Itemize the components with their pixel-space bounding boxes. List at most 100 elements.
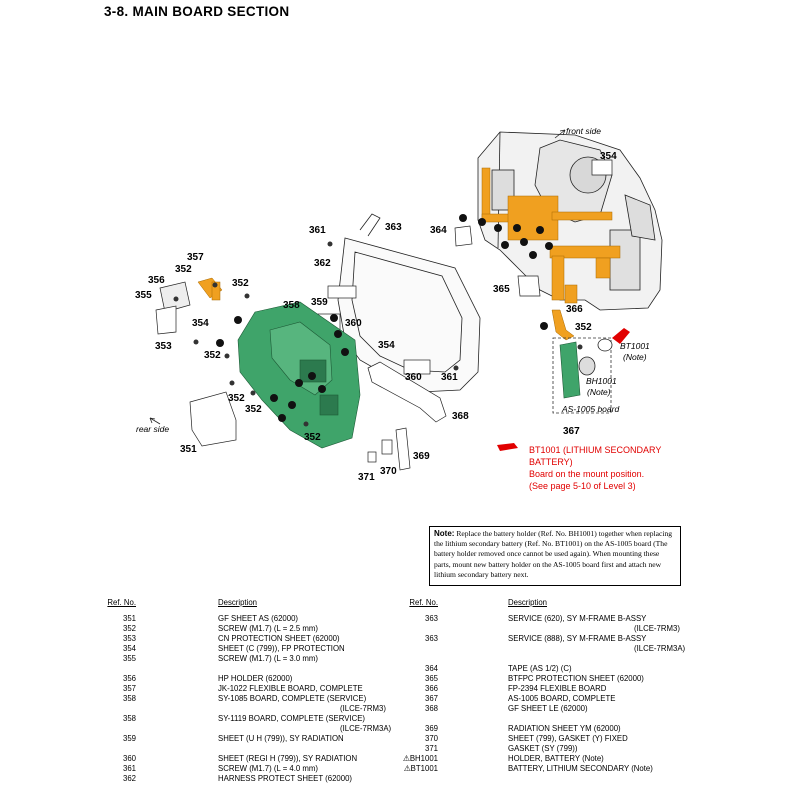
table-row xyxy=(88,664,388,674)
jk1022-flex-357 xyxy=(197,277,223,301)
row-ref-no: 362 xyxy=(122,774,136,783)
row-description: RADIATION SHEET YM (62000) xyxy=(508,724,621,733)
header-description: Description xyxy=(508,598,547,607)
table-row: 370 SHEET (799), GASKET (Y) FIXED xyxy=(398,734,698,744)
camera-body-illustration xyxy=(477,131,663,311)
part-label-359: 359 xyxy=(311,297,328,308)
row-ref-no: 356 xyxy=(122,674,136,683)
row-description: HP HOLDER (62000) xyxy=(218,674,293,683)
flex-board-366 xyxy=(551,309,575,341)
part-label-361: 361 xyxy=(441,372,458,383)
header-ref-no: Ref. No. xyxy=(409,598,438,607)
row-ref-no: 364 xyxy=(424,664,438,673)
part-label-354: 354 xyxy=(600,151,617,162)
row-ref-no: 351 xyxy=(122,614,136,623)
connector-markers xyxy=(216,214,553,422)
part-label-369: 369 xyxy=(413,451,430,462)
part-label-361: 361 xyxy=(309,225,326,236)
table-row: 358 SY-1119 BOARD, COMPLETE (SERVICE) xyxy=(88,714,388,724)
part-label-364: 364 xyxy=(430,225,447,236)
row-description: SHEET (REGI H (799)), SY RADIATION xyxy=(218,754,358,763)
table-row: 353 CN PROTECTION SHEET (62000) xyxy=(88,634,388,644)
table-row: 369 RADIATION SHEET YM (62000) xyxy=(398,724,698,734)
row-description: CN PROTECTION SHEET (62000) xyxy=(218,634,340,643)
row-description: SHEET (799), GASKET (Y) FIXED xyxy=(508,734,628,743)
bt1001-note-label: (Note) xyxy=(623,352,647,362)
row-ref-no: 357 xyxy=(122,684,136,693)
part-label-352: 352 xyxy=(228,393,245,404)
part-label-365: 365 xyxy=(493,284,510,295)
front-side-label: front side xyxy=(566,126,601,136)
gf-sheet-368 xyxy=(367,361,447,423)
part-label-362: 362 xyxy=(314,258,331,269)
note-text: Replace the battery holder (Ref. No. BH1… xyxy=(434,529,673,579)
row-description: SERVICE (620), SY M-FRAME B-ASSY xyxy=(508,614,647,623)
page-title: 3-8. MAIN BOARD SECTION xyxy=(104,4,290,19)
bh1001-label: BH1001 xyxy=(586,376,617,386)
row-description: SCREW (M1.7) (L = 4.0 mm) xyxy=(218,764,319,773)
red-note-line: BT1001 (LITHIUM SECONDARY xyxy=(529,445,662,455)
table-row xyxy=(88,744,388,754)
row-ref-no: 363 xyxy=(424,614,438,623)
cn-sheet-353 xyxy=(155,305,177,335)
row-ref-no: 369 xyxy=(424,724,438,733)
row-description: SY-1119 BOARD, COMPLETE (SERVICE) xyxy=(218,714,366,723)
part-label-354: 354 xyxy=(192,318,209,329)
row-ref-no: 354 xyxy=(122,644,136,653)
part-label-360: 360 xyxy=(345,318,362,329)
red-note-line: Board on the mount position. xyxy=(529,469,645,479)
part-label-352: 352 xyxy=(304,432,321,443)
red-hand-marker xyxy=(497,328,630,451)
table-row: 364 TAPE (AS 1/2) (C) xyxy=(398,664,698,674)
part-label-360: 360 xyxy=(405,372,422,383)
row-description: TAPE (AS 1/2) (C) xyxy=(508,664,572,673)
part-label-353: 353 xyxy=(155,341,172,352)
row-description: FP-2394 FLEXIBLE BOARD xyxy=(508,684,607,693)
table-header: Ref. No. Description xyxy=(398,598,698,608)
row-description: AS-1005 BOARD, COMPLETE xyxy=(508,694,616,703)
table-row: 360 SHEET (REGI H (799)), SY RADIATION xyxy=(88,754,388,764)
part-label-358: 358 xyxy=(283,300,300,311)
row-ref-no: ⚠BH1001 xyxy=(402,754,438,763)
row-description: SERVICE (888), SY M-FRAME B-ASSY xyxy=(508,634,647,643)
table-row: (ILCE-7RM3) xyxy=(88,704,388,714)
table-row: (ILCE-7RM3) xyxy=(398,624,698,634)
row-description: (ILCE-7RM3A) xyxy=(340,724,392,733)
row-ref-no: 358 xyxy=(122,714,136,723)
row-ref-no: 353 xyxy=(122,634,136,643)
part-label-368: 368 xyxy=(452,411,469,422)
row-ref-no: 363 xyxy=(424,634,438,643)
row-ref-no: 360 xyxy=(122,754,136,763)
row-description: SCREW (M1.7) (L = 3.0 mm) xyxy=(218,654,319,663)
table-header: Ref. No.Description xyxy=(88,598,388,608)
part-label-352: 352 xyxy=(204,350,221,361)
table-row: (ILCE-7RM3A) xyxy=(398,644,698,654)
red-note-line: (See page 5-10 of Level 3) xyxy=(529,481,636,491)
row-description: (ILCE-7RM3A) xyxy=(634,644,686,653)
row-description: (ILCE-7RM3) xyxy=(634,624,680,633)
part-label-352: 352 xyxy=(175,264,192,275)
part-label-371: 371 xyxy=(358,472,375,483)
part-label-352: 352 xyxy=(575,322,592,333)
part-label-354: 354 xyxy=(378,340,395,351)
row-ref-no: 358 xyxy=(122,694,136,703)
part-label-366: 366 xyxy=(566,304,583,315)
header-description: Description xyxy=(218,598,257,607)
part-label-351: 351 xyxy=(180,444,197,455)
row-ref-no: 370 xyxy=(424,734,438,743)
battery-location-note: BT1001 (LITHIUM SECONDARY BATTERY) Board… xyxy=(529,444,661,492)
small-sheets-369-371 xyxy=(367,427,411,471)
part-label-355: 355 xyxy=(135,290,152,301)
rear-side-label: rear side xyxy=(136,424,170,434)
bt1001-label: BT1001 xyxy=(620,341,650,351)
